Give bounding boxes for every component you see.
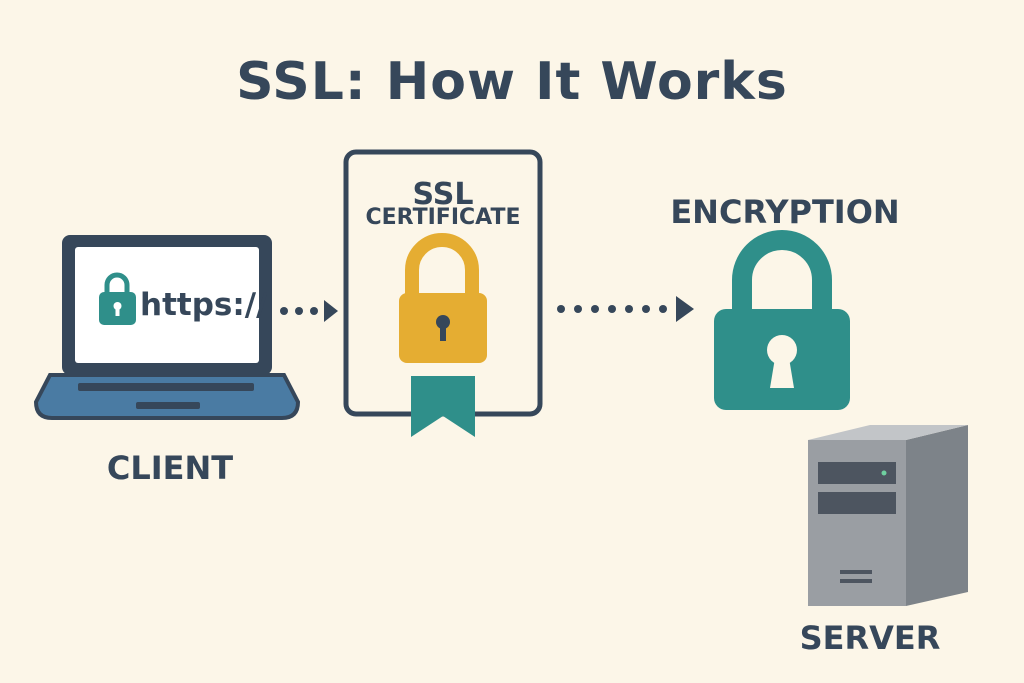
- certificate-lock-icon: [399, 233, 487, 363]
- encryption-lock-icon: [714, 230, 850, 410]
- https-url-text: https://: [140, 287, 268, 323]
- certificate-title: SSL: [412, 177, 474, 212]
- diagram-title: SSL: How It Works: [236, 52, 788, 112]
- arrow-client-to-certificate: [280, 300, 338, 322]
- arrow-certificate-to-encryption: [557, 296, 694, 322]
- laptop-icon: [33, 235, 301, 420]
- client-label: CLIENT: [106, 449, 234, 487]
- certificate-subtitle: CERTIFICATE: [365, 205, 521, 230]
- small-lock-icon: [99, 272, 136, 325]
- ribbon-icon: [411, 376, 475, 437]
- encryption-label: ENCRYPTION: [670, 193, 900, 231]
- server-label: SERVER: [799, 619, 941, 657]
- server-icon: [808, 425, 968, 606]
